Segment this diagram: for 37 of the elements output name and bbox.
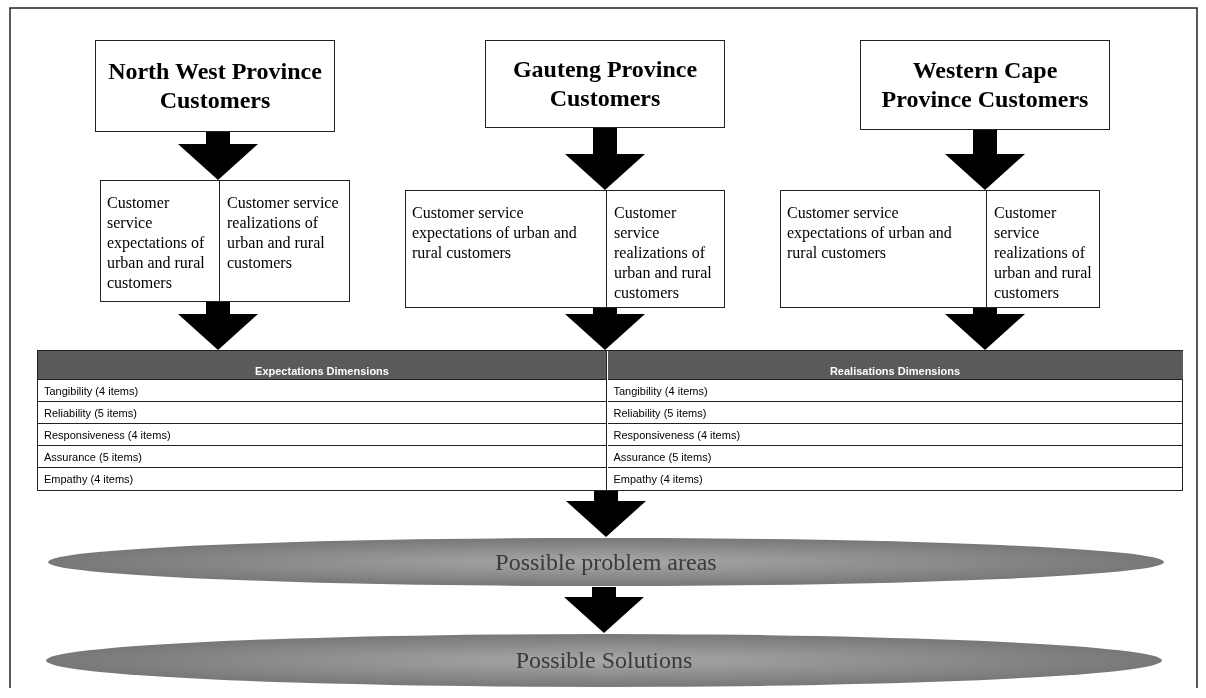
table-cell: Assurance (5 items) [607,445,1183,467]
province-box: North West Province Customers [95,40,335,132]
block-arrow [945,130,1025,190]
table-header: Realisations Dimensions [607,351,1183,379]
block-arrow [565,128,645,190]
table-cell: Empathy (4 items) [607,467,1183,489]
block-arrow [566,491,646,537]
table-header: Expectations Dimensions [38,351,606,379]
table-cell: Reliability (5 items) [38,401,606,423]
table-cell: Assurance (5 items) [38,445,606,467]
province-box: Western Cape Province Customers [860,40,1110,130]
province-box: Gauteng Province Customers [485,40,725,128]
box-text: Customer service realizations of urban and rural customers [227,193,340,273]
block-arrow [178,302,258,350]
oval-shape [47,537,1165,587]
box-text: Customer service realizations of urban and rural customers [614,203,713,303]
table-cell: Responsiveness (4 items) [38,423,606,445]
block-arrow [178,132,258,180]
table-cell: Tangibility (4 items) [607,379,1183,401]
table-cell: Reliability (5 items) [607,401,1183,423]
oval-label: Possible problem areas [495,548,717,576]
table-cell: Empathy (4 items) [38,467,606,489]
split-box [100,180,350,302]
dimensions-table [37,350,1183,491]
block-arrow [564,587,644,633]
split-box [780,190,1100,308]
oval-label: Possible Solutions [515,647,693,674]
split-box [405,190,725,308]
block-arrow [945,308,1025,350]
box-text: Customer service expectations of urban and rural customers [412,203,578,263]
table-cell: Tangibility (4 items) [38,379,606,401]
box-text: Customer service expectations of urban and rural customers [787,203,953,263]
oval-shape [45,633,1163,688]
box-text: Customer service realizations of urban and rural customers [994,203,1093,303]
box-text: Customer service expectations of urban and rural customers [107,193,206,293]
block-arrow [565,308,645,350]
table-cell: Responsiveness (4 items) [607,423,1183,445]
